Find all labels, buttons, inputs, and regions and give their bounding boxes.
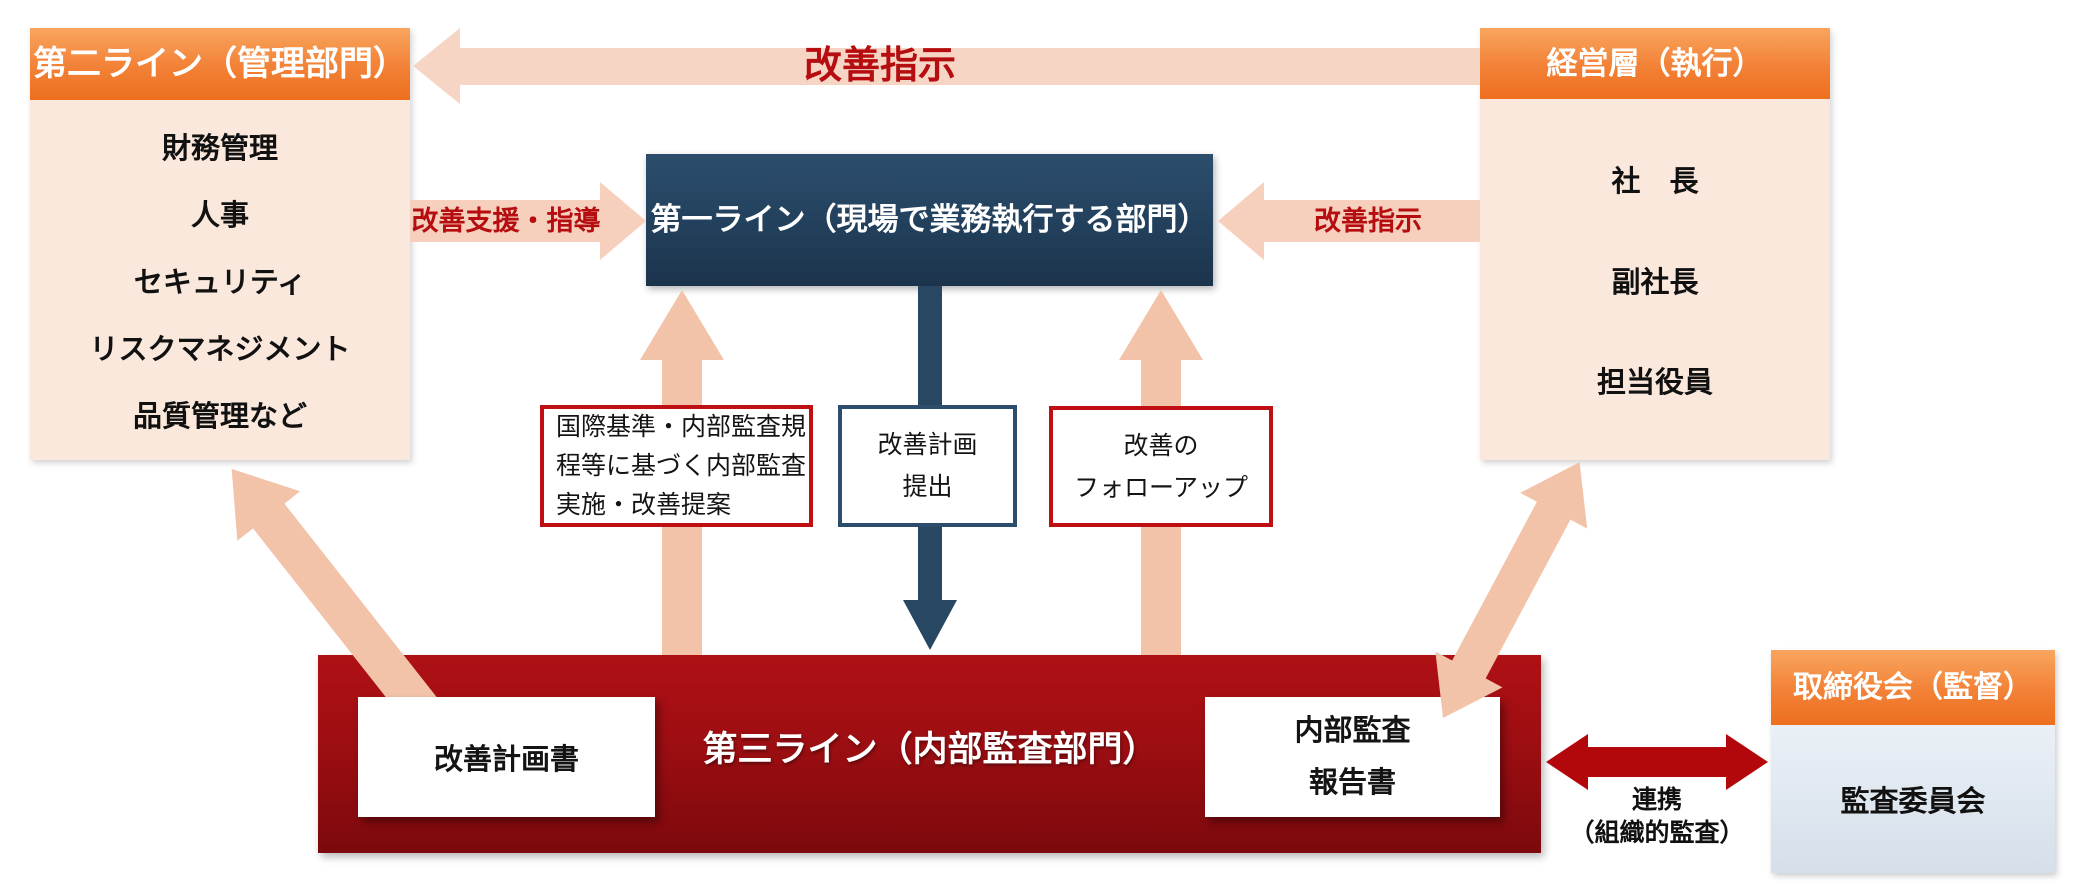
second-line-item: 人事 — [190, 200, 249, 232]
cooperation-line: （組織的監査） — [1569, 819, 1745, 847]
improvement-plan-doc-label: 改善計画書 — [433, 744, 579, 776]
cooperation-label: 連携 （組織的監査） — [1547, 784, 1767, 850]
first-line-box: 第一ライン（現場で業務執行する部門） — [646, 154, 1213, 286]
management-item: 副社長 — [1611, 266, 1699, 299]
second-line-item: 品質管理など — [132, 401, 307, 433]
report-to-management-arrow — [1435, 462, 1588, 718]
third-line-title: 第三ライン（内部監査部門） — [702, 730, 1158, 769]
support-guidance-arrow — [410, 182, 646, 260]
management-item: 担当役員 — [1596, 367, 1713, 400]
right-instruction-arrow — [1218, 182, 1480, 260]
management-item: 社 長 — [1611, 165, 1699, 198]
cooperation-double-arrow — [1546, 734, 1768, 790]
board-box: 取締役会（監督） 監査委員会 — [1771, 650, 2055, 873]
second-line-item: リスクマネジメント — [89, 334, 351, 366]
audit-activity-line: 実施・改善提案 — [556, 490, 732, 519]
audit-report-doc: 内部監査 報告書 — [1205, 697, 1500, 817]
board-header: 取締役会（監督） — [1771, 650, 2055, 725]
audit-activity-line: 国際基準・内部監査規 — [556, 412, 807, 441]
improvement-plan-doc: 改善計画書 — [358, 697, 655, 817]
audit-committee-label: 監査委員会 — [1840, 786, 1986, 818]
support-guidance-label: 改善支援・指導 — [411, 206, 601, 236]
followup-line: フォローアップ — [1073, 473, 1248, 502]
cooperation-line: 連携 — [1631, 786, 1682, 814]
audit-report-line: 内部監査 — [1294, 715, 1411, 747]
top-instruction-label: 改善指示 — [803, 45, 956, 87]
audit-report-line: 報告書 — [1308, 767, 1396, 799]
plan-to-second-line-arrow — [231, 468, 461, 753]
board-body: 監査委員会 — [1771, 725, 2055, 873]
plan-submission-line: 改善計画 — [877, 431, 978, 459]
second-line-body: 財務管理 人事 セキュリティ リスクマネジメント 品質管理など — [30, 100, 410, 460]
second-line-item: セキュリティ — [133, 267, 307, 299]
second-line-item: 財務管理 — [161, 133, 278, 165]
management-header: 経営層（執行） — [1480, 28, 1830, 99]
management-box: 経営層（執行） 社 長 副社長 担当役員 — [1480, 28, 1830, 460]
right-instruction-label: 改善指示 — [1314, 206, 1422, 236]
plan-submission-line: 提出 — [902, 473, 953, 501]
top-improvement-arrow — [413, 28, 1480, 104]
followup-tag: 改善の フォローアップ — [1049, 406, 1273, 527]
followup-line: 改善の — [1123, 431, 1199, 460]
second-line-header: 第二ライン（管理部門） — [30, 28, 410, 100]
audit-activity-line: 程等に基づく内部監査 — [556, 451, 807, 480]
management-body: 社 長 副社長 担当役員 — [1480, 99, 1830, 460]
audit-activity-tag: 国際基準・内部監査規 程等に基づく内部監査 実施・改善提案 — [540, 405, 813, 527]
plan-submission-tag: 改善計画 提出 — [838, 405, 1017, 527]
second-line-box: 第二ライン（管理部門） 財務管理 人事 セキュリティ リスクマネジメント 品質管… — [30, 28, 410, 460]
